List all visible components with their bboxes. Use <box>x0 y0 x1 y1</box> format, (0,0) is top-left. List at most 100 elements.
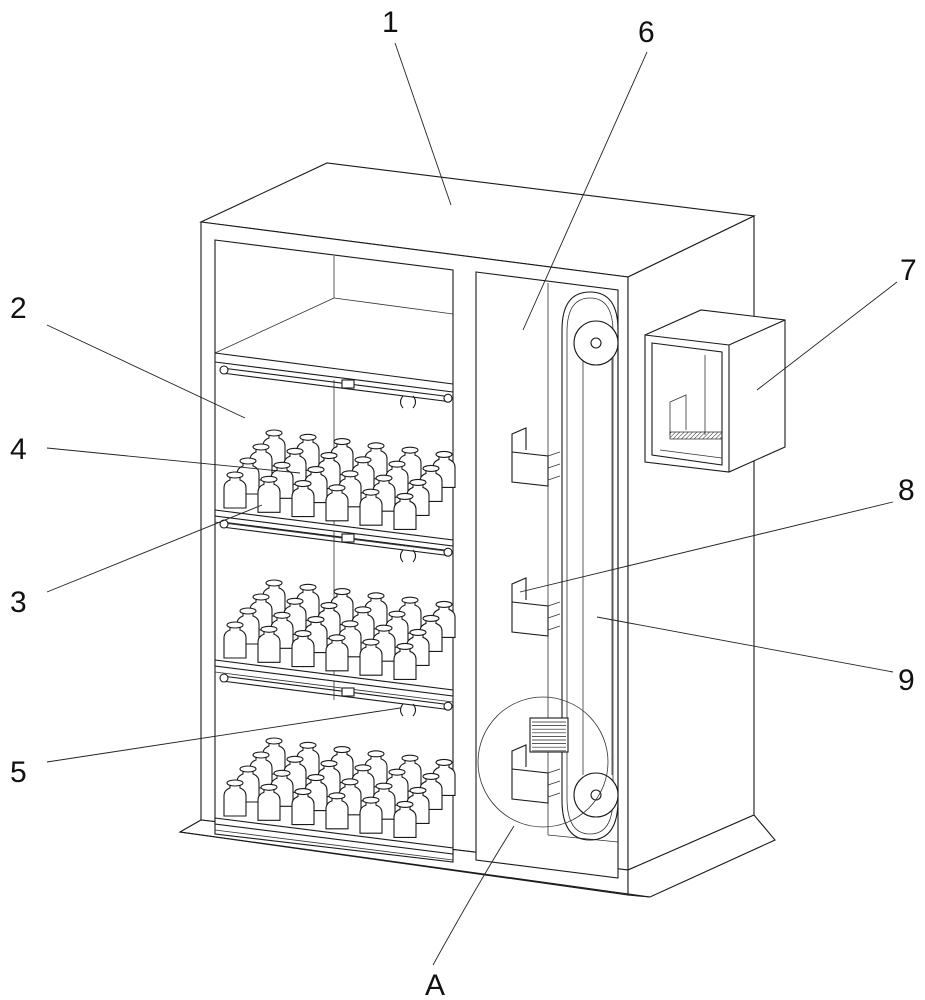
leader-3 <box>46 504 263 593</box>
label-9: 9 <box>898 664 915 697</box>
bucket-back <box>511 744 527 769</box>
bottle-cap <box>252 751 270 759</box>
label-3: 3 <box>10 586 27 619</box>
bottle-cap <box>341 620 359 628</box>
leader-a <box>432 825 515 966</box>
bottle-cap <box>307 616 325 624</box>
bottle <box>257 475 281 513</box>
bucket-arm <box>547 768 561 774</box>
bottle-body <box>223 475 247 509</box>
bottle-cap <box>226 779 244 787</box>
shelf-unit <box>214 519 456 703</box>
bottle <box>257 783 281 821</box>
bottle-body <box>257 479 281 513</box>
bottle <box>223 471 247 509</box>
bucket-arm <box>547 625 561 631</box>
bottle-body <box>325 488 349 522</box>
bottle-cap <box>375 624 393 632</box>
leader-6 <box>522 51 648 331</box>
bottle-cap <box>333 588 351 596</box>
bucket-arm <box>547 475 561 481</box>
reference-labels: 1 2 3 4 5 6 7 8 9 A <box>10 6 917 1000</box>
bottle-body <box>359 492 383 526</box>
bottle-cap <box>260 625 278 633</box>
bottle <box>325 634 349 672</box>
shelf-unit <box>214 365 456 553</box>
bottle-cap <box>409 628 427 636</box>
rail-slider <box>341 533 355 543</box>
bottle-cap <box>422 614 440 622</box>
top-pulley-axle <box>590 337 602 349</box>
shelf-board <box>214 659 454 697</box>
shelf-board <box>214 509 454 547</box>
bottle-body <box>291 484 315 518</box>
bottle-cap <box>354 606 372 614</box>
detail-circle-a <box>477 696 609 828</box>
bottle-cap <box>239 765 257 773</box>
bucket-arm <box>547 780 561 786</box>
lift-channel-frame <box>475 271 619 879</box>
bottle <box>359 488 383 526</box>
bucket-front <box>511 768 549 804</box>
bucket-back <box>511 577 527 602</box>
leader-lines <box>46 42 898 966</box>
bucket-arm <box>547 792 561 798</box>
slide-rail-lower <box>221 372 451 403</box>
bottle-cap <box>286 597 304 605</box>
bottle-cap <box>367 442 385 450</box>
bucket-arm <box>547 451 561 457</box>
detail-circle <box>477 696 609 828</box>
rail-end-right <box>443 393 453 403</box>
bottle-cap <box>435 450 453 458</box>
bottle-cap <box>401 446 419 454</box>
leader-1 <box>394 42 452 206</box>
leader-5 <box>46 707 401 763</box>
label-2: 2 <box>10 292 27 325</box>
bottle-cap <box>388 460 406 468</box>
bottle-body <box>291 634 315 668</box>
carrier-bucket <box>511 744 561 804</box>
bottle-cap <box>294 480 312 488</box>
bottle-cap <box>396 492 414 500</box>
bucket-arm <box>547 613 561 619</box>
bottle-body <box>223 783 247 817</box>
carrier-bucket <box>511 427 561 487</box>
leader-2 <box>46 324 246 419</box>
slide-rail <box>221 675 451 706</box>
label-8: 8 <box>898 474 915 507</box>
bottle <box>393 800 417 838</box>
bottle-cap <box>396 642 414 650</box>
bottle-cap <box>354 456 372 464</box>
bottle-cap <box>401 754 419 762</box>
bottle <box>257 625 281 663</box>
label-a: A <box>425 969 445 1000</box>
bottle-cap <box>320 760 338 768</box>
bottle-body <box>359 642 383 676</box>
bottle-cap <box>435 600 453 608</box>
box-tray <box>669 431 723 440</box>
gripper <box>399 395 417 409</box>
slide-rail-lower <box>221 526 451 557</box>
bottle <box>291 788 315 826</box>
label-6: 6 <box>638 16 655 49</box>
bottle-cap <box>328 484 346 492</box>
bottle-cap <box>328 792 346 800</box>
bucket-arm <box>547 463 561 469</box>
label-1: 1 <box>382 6 399 39</box>
bottle-cap <box>367 592 385 600</box>
bottle-body <box>223 625 247 659</box>
bottle-body <box>393 804 417 838</box>
rail-slider <box>341 687 355 697</box>
bottle-cap <box>422 772 440 780</box>
bottle-body <box>257 629 281 663</box>
leader-8 <box>519 501 894 593</box>
bottle-cap <box>354 764 372 772</box>
top-pulley <box>573 320 619 366</box>
bottle-cap <box>239 457 257 465</box>
bottle-cap <box>409 786 427 794</box>
shelves-group <box>214 365 456 861</box>
leader-7 <box>756 281 898 391</box>
bottle-body <box>325 796 349 830</box>
bottle-cap <box>265 429 283 437</box>
